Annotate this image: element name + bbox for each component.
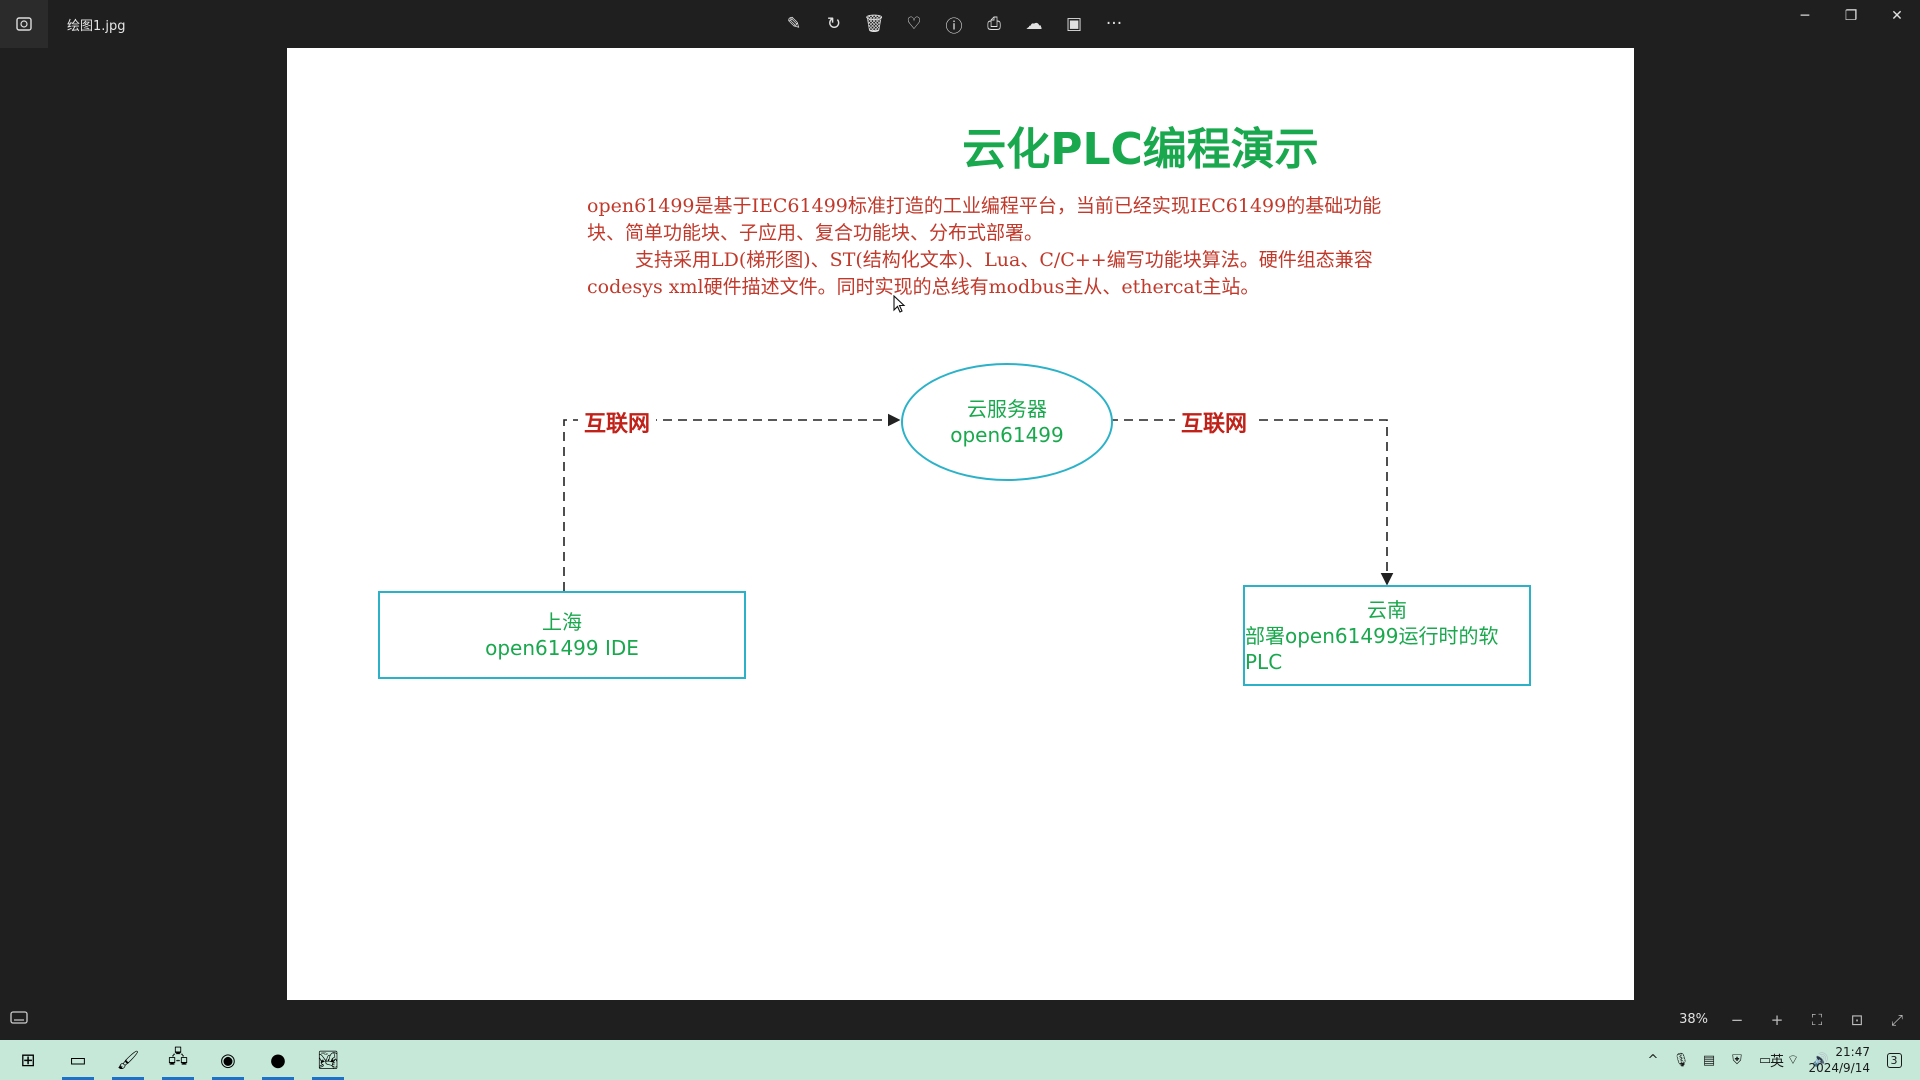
description-paragraph-1: open61499是基于IEC61499标准打造的工业编程平台，当前已经实现IE… [587,195,1382,244]
favorite-icon[interactable]: ♡ [906,14,922,34]
close-button[interactable]: ✕ [1891,8,1903,24]
yunnan-node: 云南 部署open61499运行时的软PLC [1243,585,1531,686]
edge-label-right: 互联网 [1175,406,1254,438]
shanghai-sub: open61499 IDE [485,636,639,660]
recorder-icon[interactable]: ● [258,1040,298,1080]
ime-indicator[interactable]: 英 [1770,1054,1784,1070]
photos-icon[interactable]: 🏞 [308,1040,348,1080]
microphone-icon[interactable]: 🎙 [1672,1052,1690,1068]
clipchamp-icon[interactable]: ▣ [1065,14,1083,34]
clock-time: 21:47 [1835,1045,1870,1059]
terminal-icon[interactable]: ▭ [58,1040,98,1080]
viewer-footer: 38% − + ⛶ ⊡ ⤢ [0,1000,1920,1040]
edge-right-line [1109,419,1394,586]
filmstrip-icon[interactable] [10,1010,30,1028]
volume-icon[interactable]: 🔊 [1812,1052,1830,1068]
notification-button[interactable]: 3 [1882,1048,1906,1072]
rotate-icon[interactable]: ↻ [826,14,842,34]
cloud-server-node: 云服务器 open61499 [901,363,1113,481]
windows-start-icon[interactable]: ⊞ [20,1049,36,1071]
delete-icon[interactable]: 🗑 [863,14,885,34]
title-bar: 绘图1.jpg ✎ ↻ 🗑 ♡ ⓘ ⎙ ☁ ▣ ··· ─ ❐ ✕ [0,0,1920,48]
edit-image-icon[interactable]: ✎ [786,14,802,34]
zoom-level: 38% [1679,1012,1708,1027]
paint-icon[interactable]: 🖌 [108,1040,148,1080]
diagram-description: open61499是基于IEC61499标准打造的工业编程平台，当前已经实现IE… [587,193,1407,301]
notification-count: 3 [1886,1052,1902,1068]
image-canvas[interactable]: 云化PLC编程演示 open61499是基于IEC61499标准打造的工业编程平… [287,48,1634,1000]
taskbar: ⊞▭🖌🖧◉●🏞 ^🎙▤⛨▭⌔🔊 英 21:47 2024/9/14 3 [0,1040,1920,1080]
system-tray: ^ 🎙 ▤ ⛨ ▭ ⌔ 🔊 [1644,1040,1830,1080]
edge-left-line [563,413,901,591]
shanghai-name: 上海 [542,610,582,634]
cloud-server-name: 云服务器 [967,397,1047,421]
print-icon[interactable]: ⎙ [987,14,1001,34]
actual-size-icon[interactable]: ⊡ [1850,1011,1864,1029]
yunnan-name: 云南 [1367,597,1407,622]
edge-label-left: 互联网 [578,406,657,438]
clock-date: 2024/9/14 [1808,1061,1870,1075]
diagram-title: 云化PLC编程演示 [962,124,1319,175]
connector-lines [563,413,1394,591]
photos-app-icon[interactable] [0,0,48,48]
onedrive-icon[interactable]: ☁ [1025,14,1043,34]
footer-controls: − + ⛶ ⊡ ⤢ [1724,1008,1910,1032]
shanghai-node: 上海 open61499 IDE [378,591,746,679]
info-icon[interactable]: ⓘ [945,16,963,37]
mouse-cursor-icon [893,295,906,313]
zoom-out-icon[interactable]: − [1730,1011,1744,1029]
wifi-icon[interactable]: ⌔ [1786,1053,1800,1068]
minimize-button[interactable]: ─ [1800,8,1810,24]
yunnan-sub: 部署open61499运行时的软PLC [1245,623,1499,674]
clock[interactable]: 21:47 2024/9/14 [1808,1044,1870,1076]
more-icon[interactable]: ··· [1105,14,1123,34]
restore-button[interactable]: ❐ [1844,8,1858,24]
window-controls: ─ ❐ ✕ [1782,0,1920,32]
security-icon[interactable]: ⛨ [1732,1052,1742,1068]
edge-browser-icon[interactable]: ◉ [208,1040,248,1080]
chevron-up-icon[interactable]: ^ [1647,1052,1659,1068]
network-tool-icon[interactable]: 🖧 [158,1040,198,1080]
description-paragraph-2: 支持采用LD(梯形图)、ST(结构化文本)、Lua、C/C++编写功能块算法。硬… [587,249,1373,298]
fit-window-icon[interactable]: ⛶ [1811,1011,1823,1029]
toolbar: ✎ ↻ 🗑 ♡ ⓘ ⎙ ☁ ▣ ··· [780,10,1128,38]
taskbar-apps: ⊞ ▭🖌🖧◉●🏞 [8,1040,348,1080]
battery-icon[interactable]: ▭ [1758,1052,1772,1068]
fullscreen-icon[interactable]: ⤢ [1890,1011,1903,1029]
file-name: 绘图1.jpg [67,19,126,34]
display-icon[interactable]: ▤ [1702,1052,1716,1068]
zoom-in-icon[interactable]: + [1770,1011,1784,1029]
cloud-server-sub: open61499 [950,423,1064,447]
